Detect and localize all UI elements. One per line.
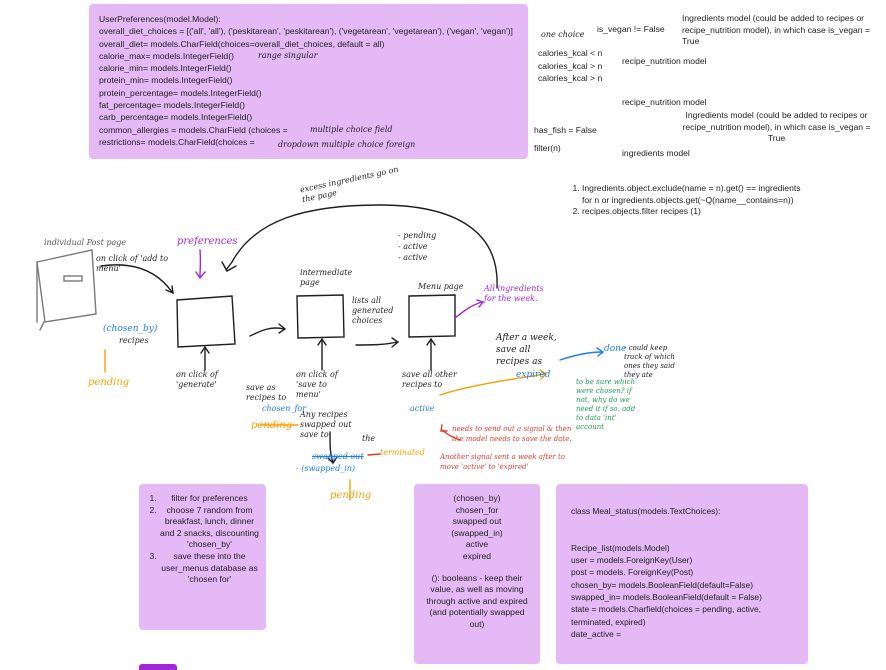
generate-box bbox=[176, 295, 236, 348]
one-choice-annotation: one choice bbox=[541, 30, 585, 39]
ingredients-model-note: Ingredients model (could be added to rec… bbox=[682, 110, 871, 143]
booleans-note: (): booleans - keep their value, as well… bbox=[426, 572, 528, 629]
after-week-label: After a week, save all recipes as bbox=[496, 333, 557, 367]
model-line: post = models. ForeignKey(Post) bbox=[571, 567, 694, 578]
ingredients-model-note: Ingredients model (could be added to rec… bbox=[682, 13, 870, 46]
step-item: filter for preferences bbox=[159, 493, 260, 505]
recipe-nutrition-model: recipe_nutrition model bbox=[622, 97, 707, 107]
recipe-nutrition-model: recipe_nutrition model bbox=[622, 56, 707, 66]
all-ingredients-label: All ingredients for the week. bbox=[484, 284, 544, 303]
generate-arrow bbox=[249, 327, 285, 337]
model-line: common_allergies = models.CharField (cho… bbox=[99, 124, 288, 135]
preferences-label: preferences bbox=[177, 236, 238, 247]
state-list-label: - pending - active - active bbox=[398, 231, 437, 262]
is-vegan-filter: is_vegan != False bbox=[597, 24, 665, 34]
model-line: overall_diet= models.CharField(choices=o… bbox=[99, 38, 385, 49]
state-line: (swapped_in) bbox=[451, 527, 503, 538]
terminated-label: terminated bbox=[380, 448, 425, 457]
range-singular-annotation: range singular bbox=[258, 51, 318, 60]
save-as-recipes-label: save as recipes to bbox=[246, 383, 287, 402]
recipe-list-model-note[interactable]: class Meal_status(models.TextChoices): R… bbox=[556, 484, 808, 664]
state-line: swapped out bbox=[452, 516, 502, 527]
model-line: restrictions= models.CharField(choices = bbox=[99, 136, 255, 147]
save-menu-arrow bbox=[355, 341, 398, 346]
query-step: recipes.objects.filter recipes (1) bbox=[582, 206, 804, 218]
state-line: active bbox=[465, 539, 489, 550]
ingredients-model-label: ingredients model bbox=[622, 148, 690, 158]
needs-signal-label: needs to send out a signal & then the mo… bbox=[452, 425, 572, 443]
calories-lt-filter: calories_kcal < n bbox=[538, 48, 603, 58]
calories-gt-filter: calories_kcal > n bbox=[538, 61, 603, 71]
post-page-frame bbox=[36, 249, 97, 323]
the-label: the bbox=[362, 434, 376, 443]
boolean-states-note[interactable]: (chosen_by) chosen_for swapped out (swap… bbox=[414, 484, 540, 664]
intermediate-page-label: intermediate page bbox=[300, 268, 353, 287]
intermediate-box bbox=[296, 294, 345, 339]
model-line: swapped_in= models.BooleanField(default … bbox=[571, 592, 762, 603]
post-page-button bbox=[63, 275, 83, 282]
query-step: Ingredients.object.exclude(name = n).get… bbox=[582, 183, 804, 206]
post-page-label: individual Post page bbox=[44, 238, 127, 247]
model-line: user = models.ForeignKey(User) bbox=[571, 555, 693, 566]
model-line: chosen_by= models.BooleanField(default=F… bbox=[571, 579, 754, 590]
dropdown-annotation: dropdown multiple choice foreign bbox=[278, 140, 416, 149]
swapped-out-label: swapped out bbox=[312, 452, 364, 461]
another-signal-label: Another signal sent a week after to move… bbox=[440, 453, 566, 471]
chosen-for-label: chosen_for bbox=[262, 404, 307, 413]
model-line: calorie_max= models.IntegerField() bbox=[99, 50, 234, 61]
model-line: overall_diet_choices = [('all', 'all'), … bbox=[99, 26, 513, 37]
model-line: calorie_min= models.IntegerField() bbox=[99, 63, 232, 74]
step-item: choose 7 random from breakfast, lunch, d… bbox=[159, 505, 260, 551]
query-steps: Ingredients.object.exclude(name = n).get… bbox=[568, 183, 804, 218]
generate-label: on click of 'generate' bbox=[176, 370, 218, 389]
state-line: chosen_for bbox=[455, 504, 499, 515]
has-fish-filter: has_fish = False bbox=[534, 125, 597, 135]
pending-label-2: pending bbox=[251, 420, 293, 431]
step-item: save these into the user_menus database … bbox=[159, 551, 260, 586]
partial-sticky-edge bbox=[139, 664, 177, 670]
model-line: terminated, expired) bbox=[571, 616, 646, 627]
chosen-by-label: (chosen_by) bbox=[103, 324, 158, 334]
model-line: date_active = bbox=[571, 628, 622, 639]
menu-box bbox=[408, 294, 456, 338]
model-line bbox=[571, 530, 793, 542]
model-line: protein_percentage= models.IntegerField(… bbox=[99, 87, 262, 98]
expired-label: expired bbox=[516, 370, 551, 380]
done-label: done bbox=[604, 344, 627, 354]
multiple-choice-annotation: multiple choice field bbox=[310, 125, 393, 134]
model-line: state = models.Charfield(choices = pendi… bbox=[571, 604, 761, 615]
add-to-menu-label: on click of 'add to menu' bbox=[96, 254, 169, 273]
any-recipes-label: Any recipes swapped out save to bbox=[300, 410, 352, 439]
user-preferences-note[interactable]: UserPreferences(model.Model): overall_di… bbox=[89, 4, 528, 159]
model-line: protein_min= models.IntegerField() bbox=[99, 75, 233, 86]
model-line: fat_percentage= models.IntegerField() bbox=[99, 100, 245, 111]
could-keep-label: - could keep track of which ones they sa… bbox=[624, 344, 675, 379]
menu-page-label: Menu page bbox=[418, 282, 464, 291]
model-line: carb_percentage= models.IntegerField() bbox=[99, 112, 253, 123]
filter-n: filter(n) bbox=[534, 143, 561, 153]
state-line: (chosen_by) bbox=[453, 493, 501, 503]
model-line: UserPreferences(model.Model): bbox=[99, 14, 221, 24]
steps-note[interactable]: filter for preferences choose 7 random f… bbox=[139, 484, 266, 630]
pending-label-3: pending bbox=[330, 490, 372, 501]
model-line bbox=[571, 517, 793, 529]
state-line: expired bbox=[462, 550, 492, 561]
model-line: Recipe_list(models.Model) bbox=[571, 542, 670, 553]
save-to-menu-label: on click of 'save to menu' bbox=[296, 370, 338, 399]
excess-loop-arrow bbox=[225, 204, 498, 289]
active-label: active bbox=[410, 404, 435, 413]
save-other-label: save all other recipes to bbox=[402, 370, 457, 389]
calories-gt-filter: calories_kcal > n bbox=[538, 73, 603, 83]
pending-label: pending bbox=[88, 377, 130, 388]
lists-generated-label: lists all generated choices bbox=[352, 296, 394, 325]
be-sure-label: to be sure which were chosen? if not, wh… bbox=[576, 378, 636, 431]
recipes-label: recipes bbox=[119, 336, 149, 345]
swapped-in-label: - (swapped_in) bbox=[296, 464, 356, 473]
model-line: class Meal_status(models.TextChoices): bbox=[571, 506, 721, 516]
